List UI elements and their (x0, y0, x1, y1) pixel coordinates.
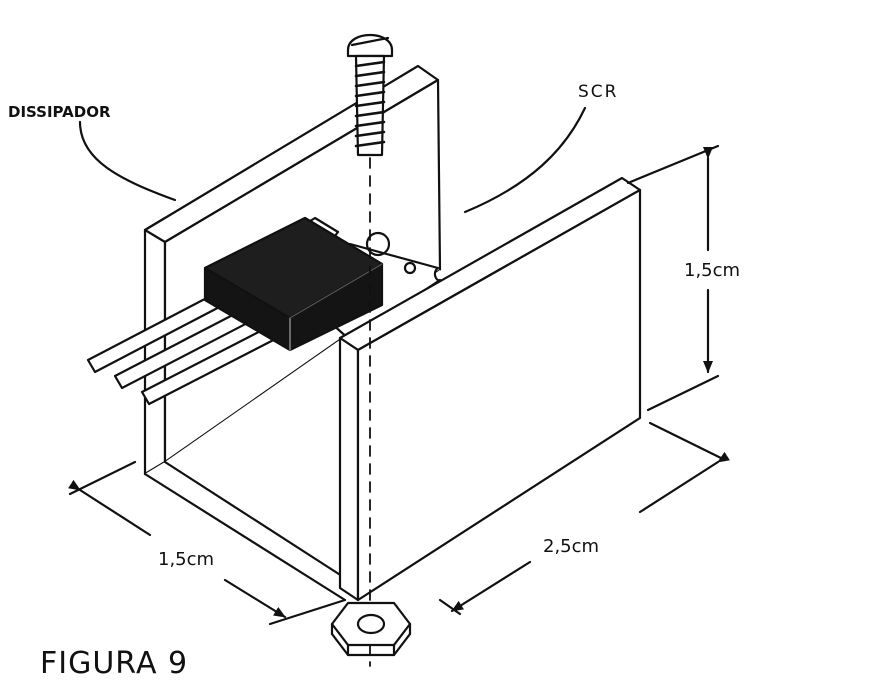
figure-caption: FIGURA 9 (40, 646, 189, 681)
scr-body (203, 216, 384, 352)
depth-dimension (68, 460, 347, 626)
width-dimension (438, 421, 730, 616)
height-label: 1,5cm (684, 260, 740, 281)
screw (346, 33, 394, 157)
scr-component (86, 216, 442, 406)
nut (330, 601, 412, 657)
width-label: 2,5cm (543, 536, 599, 557)
scr-leader (463, 106, 587, 214)
height-dimension (626, 144, 720, 412)
dissipador-leader (78, 120, 177, 202)
depth-label: 1,5cm (158, 549, 214, 570)
dissipador-label: DISSIPADOR (8, 103, 111, 121)
scr-leads (86, 288, 291, 406)
scr-label: SCR (578, 82, 618, 102)
heatsink-front-wall (338, 176, 642, 602)
